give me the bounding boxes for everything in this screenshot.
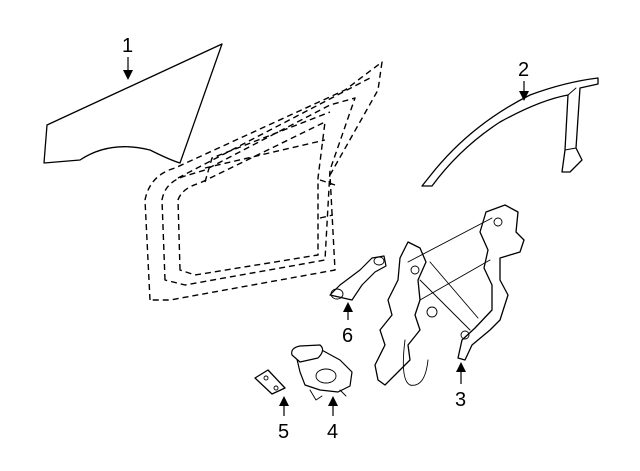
motor-seal-part bbox=[254, 369, 286, 395]
callout-5: 5 bbox=[278, 396, 289, 443]
callout-2-label: 2 bbox=[518, 59, 529, 81]
arrow-icon bbox=[519, 91, 529, 101]
callout-6-label: 6 bbox=[342, 325, 353, 347]
callout-4-label: 4 bbox=[327, 421, 338, 443]
motor-bracket-part bbox=[329, 255, 387, 301]
callout-1: 1 bbox=[122, 35, 133, 80]
arrow-icon bbox=[123, 70, 133, 80]
callout-3-label: 3 bbox=[455, 389, 466, 411]
callout-6: 6 bbox=[342, 302, 353, 347]
window-regulator-part bbox=[374, 204, 525, 386]
arrow-icon bbox=[279, 396, 289, 406]
door-outline-dashed bbox=[144, 61, 383, 301]
arrow-icon bbox=[456, 362, 466, 372]
callout-2: 2 bbox=[518, 59, 529, 101]
arrow-icon bbox=[328, 396, 338, 406]
regulator-motor-part bbox=[291, 344, 353, 401]
callout-1-label: 1 bbox=[122, 35, 133, 57]
glass-run-channel-part bbox=[421, 77, 599, 187]
callout-4: 4 bbox=[327, 396, 338, 443]
callout-5-label: 5 bbox=[278, 421, 289, 443]
door-glass-part bbox=[43, 43, 223, 164]
arrow-icon bbox=[343, 302, 353, 312]
callout-3: 3 bbox=[455, 362, 466, 411]
